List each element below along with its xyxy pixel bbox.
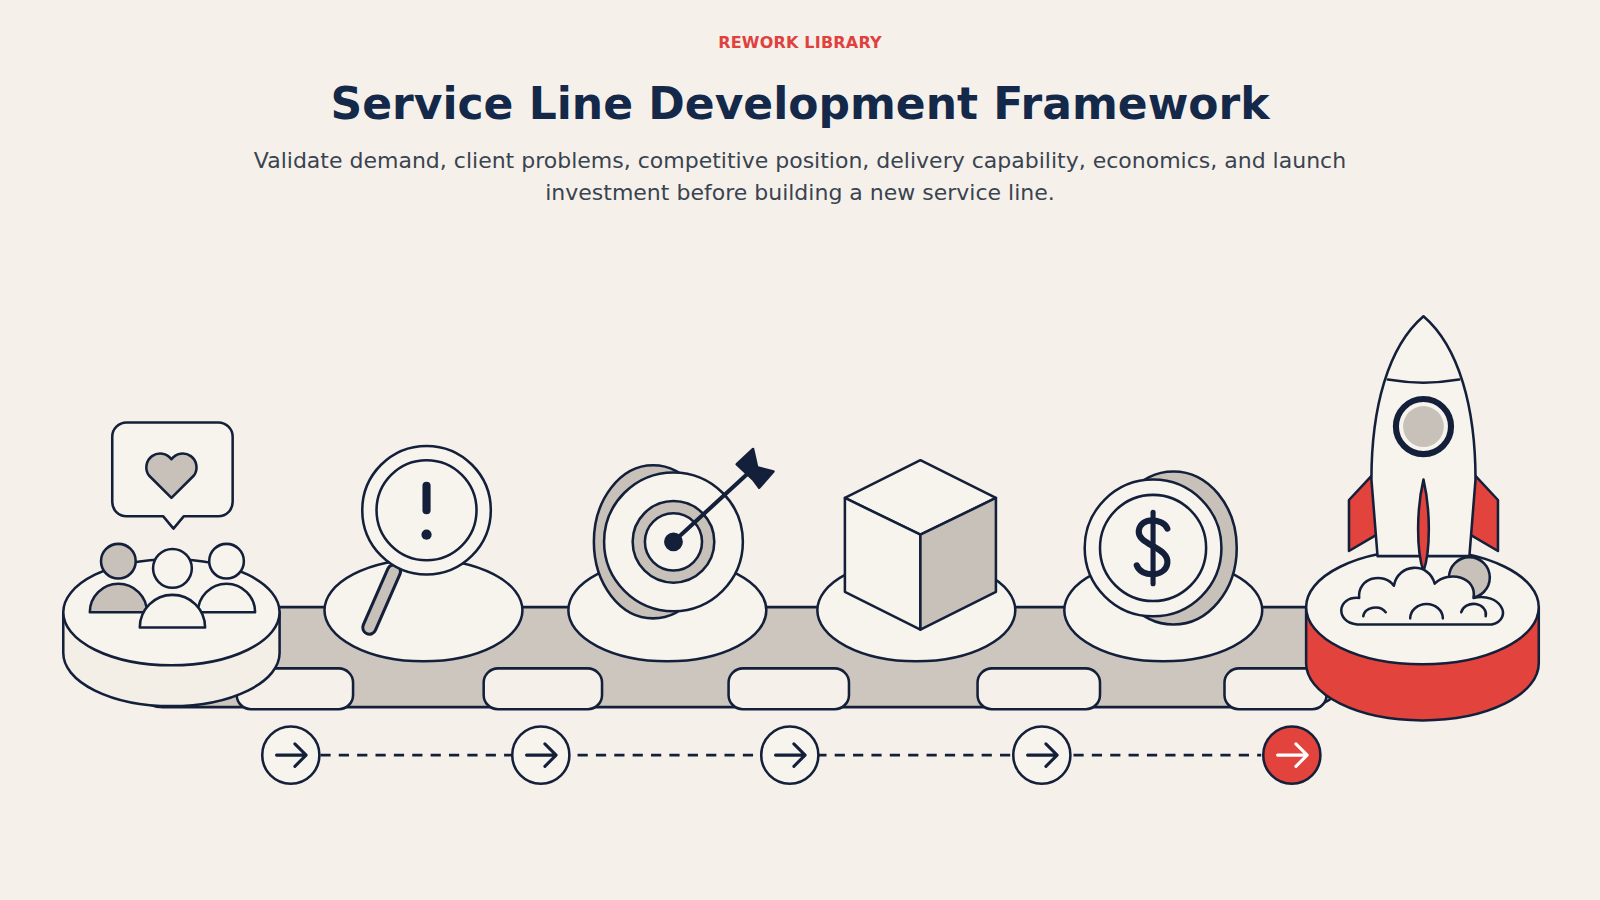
diagram-caption: Validate demand, client problems, compet… <box>240 145 1360 209</box>
diagram-title: Service Line Development Framework <box>0 78 1600 129</box>
library-label: REWORK LIBRARY <box>0 33 1600 52</box>
